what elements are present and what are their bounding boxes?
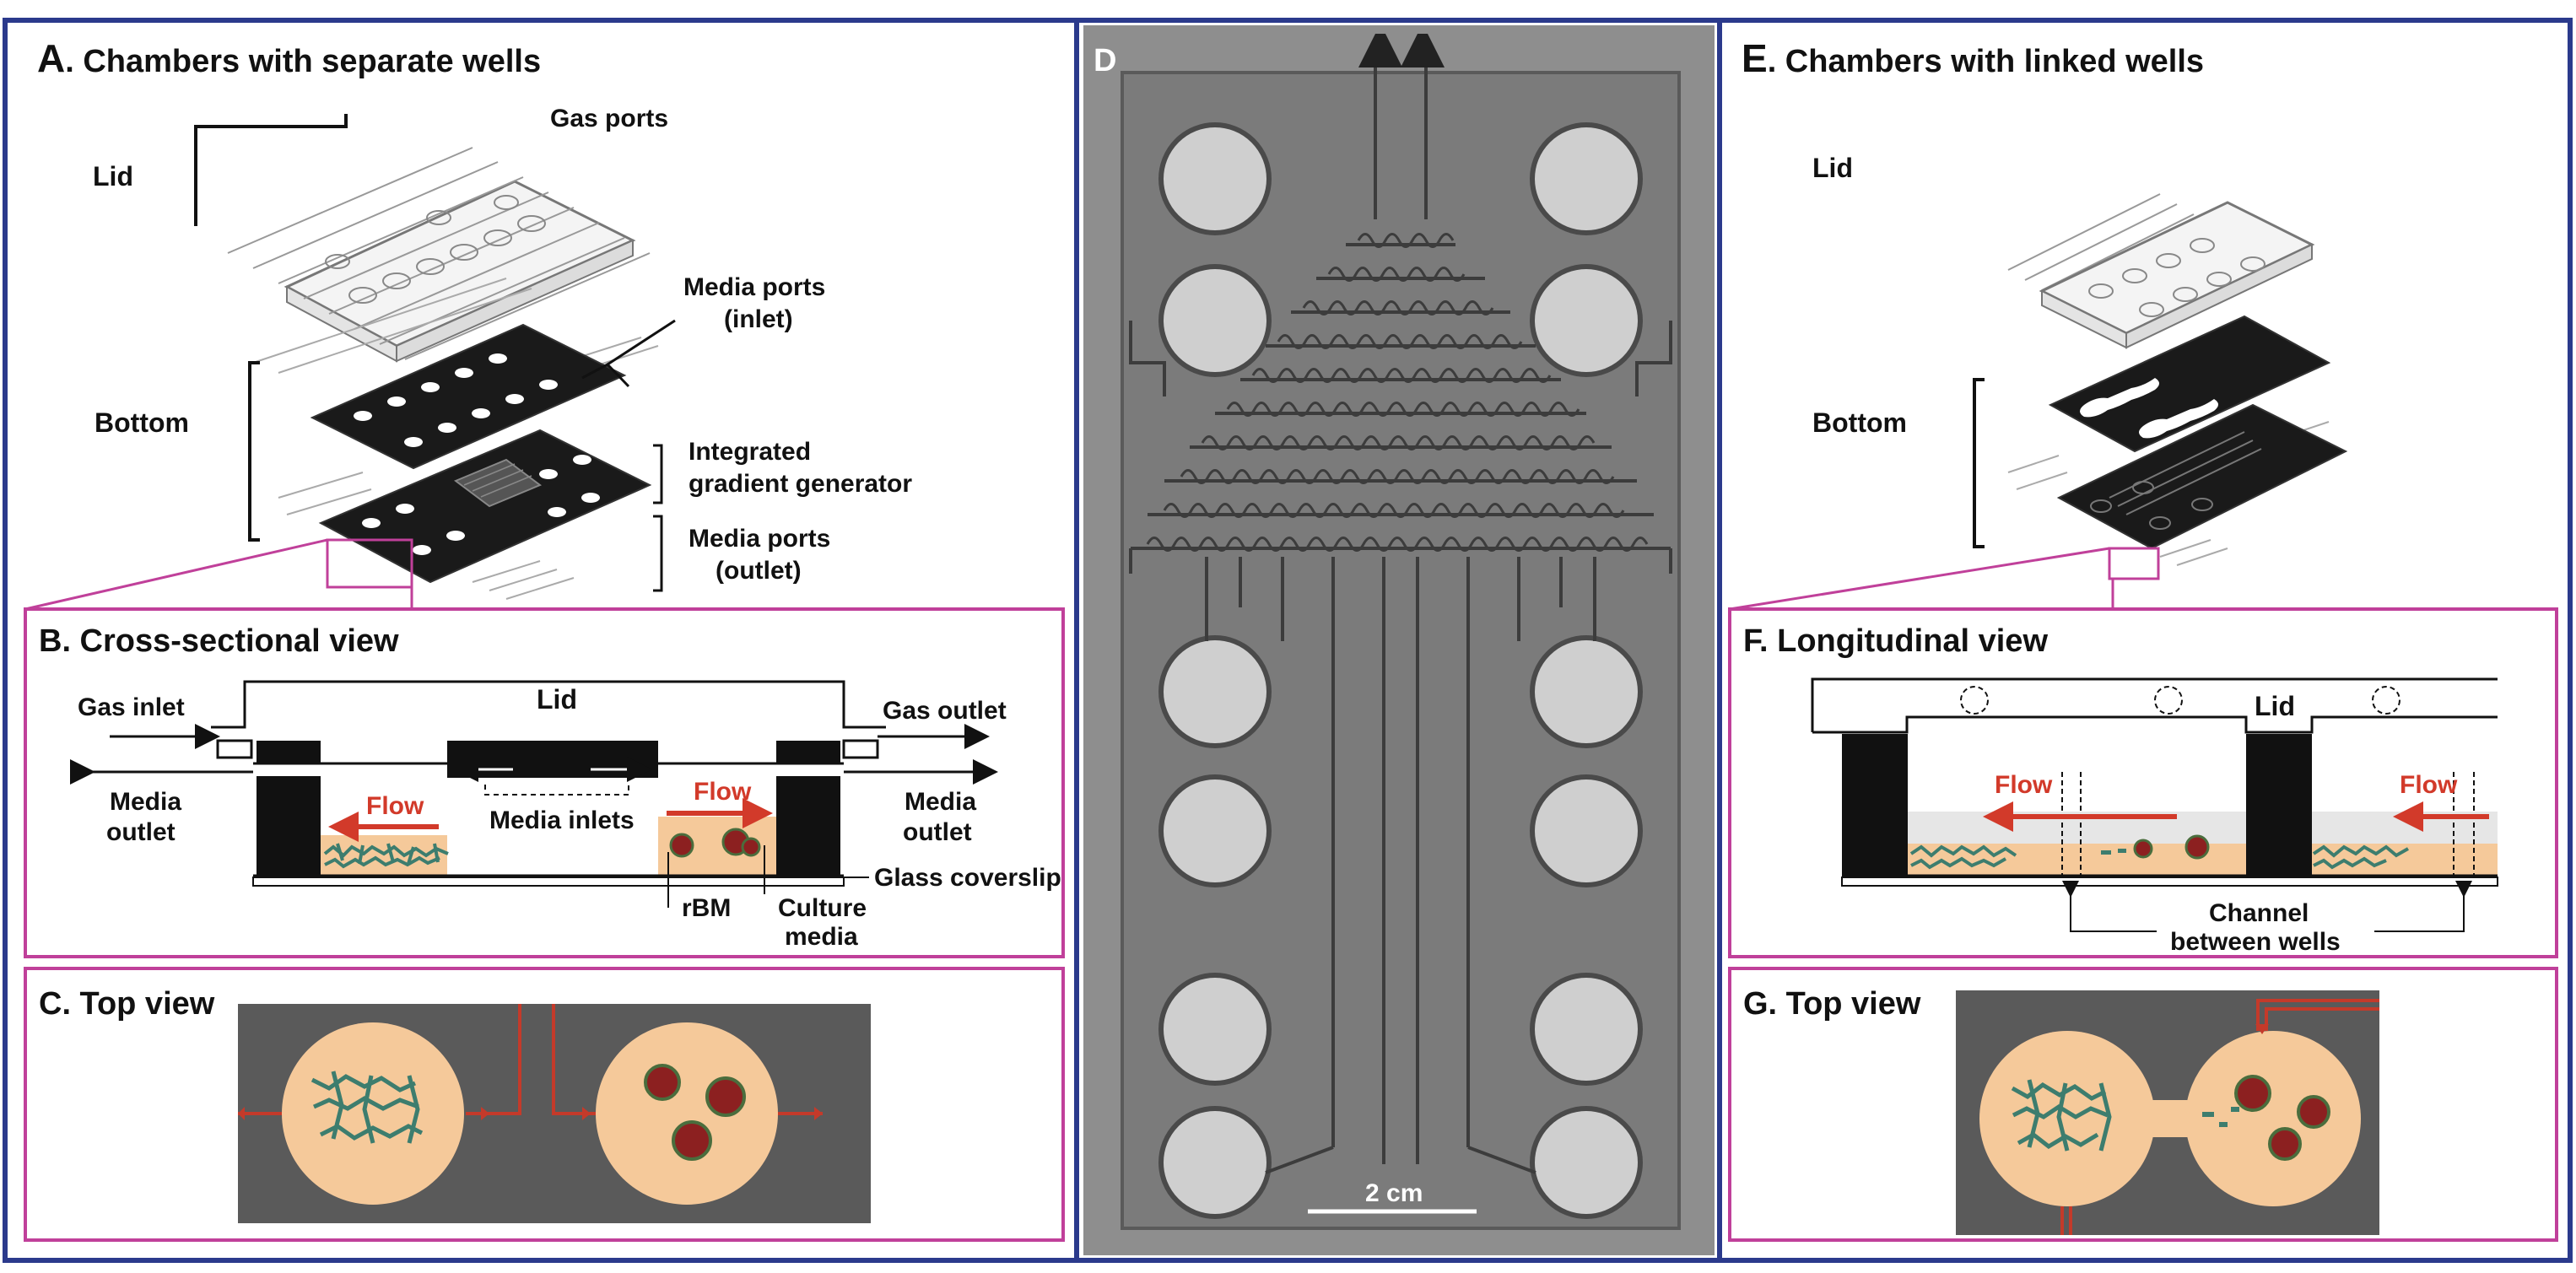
rbm-network-top xyxy=(311,1071,424,1144)
panel-b: B. Cross-sectional view Lid Gas inlet Ga… xyxy=(24,607,1065,958)
zoom-region xyxy=(326,538,413,589)
panel-c: C. Top view xyxy=(24,967,1065,1242)
organoids-f xyxy=(2101,834,2210,860)
panel-a-title: A. Chambers with separate wells xyxy=(37,36,541,80)
flow-f-left-label: Flow xyxy=(1995,771,2053,799)
gradient-label-1: Integrated xyxy=(689,438,811,466)
media-outlet-label-2: (outlet) xyxy=(716,557,802,585)
longitudinal-lid-label: Lid xyxy=(2255,691,2295,721)
bottom-label-e: Bottom xyxy=(1812,407,1907,438)
panel-a: A. Chambers with separate wells Gas port… xyxy=(24,36,912,611)
culture-media-label-1: Culture xyxy=(778,894,867,922)
gas-inlet-label: Gas inlet xyxy=(78,693,185,721)
rbm-network-g xyxy=(2011,1079,2112,1152)
organoids-c xyxy=(644,1064,746,1161)
bottom-top-layer xyxy=(252,278,659,470)
panel-g: G. Top view xyxy=(1728,967,2558,1242)
channel-label-1: Channel xyxy=(2209,899,2309,927)
media-inlet-label-2: (inlet) xyxy=(724,305,793,333)
wall-left-f xyxy=(1842,734,1908,876)
lid-label: Lid xyxy=(93,161,133,191)
flow-right-label: Flow xyxy=(694,778,752,806)
gas-outlet-label: Gas outlet xyxy=(883,697,1007,725)
left-well-g xyxy=(1979,1031,2155,1206)
panel-b-frame xyxy=(24,607,1065,958)
right-well-g xyxy=(2185,1031,2361,1206)
panel-e-title: E. Chambers with linked wells xyxy=(1742,36,2204,80)
panel-d-letter: D xyxy=(1094,43,1116,78)
channels-g xyxy=(2060,999,2379,1235)
flow-f-right-label: Flow xyxy=(2400,771,2458,799)
media-outlet-bracket xyxy=(653,515,663,592)
panel-d: D xyxy=(1083,25,1715,1255)
panel-c-title: C. Top view xyxy=(39,986,215,1022)
gas-outlet-port xyxy=(842,739,879,759)
flow-left-label: Flow xyxy=(366,792,424,820)
photo-wells xyxy=(1158,122,1643,1219)
channel-label-2: between wells xyxy=(2170,928,2341,956)
panel-b-title: B. Cross-sectional view xyxy=(39,623,399,659)
lid-layer-e xyxy=(2007,193,2315,349)
lid-layer xyxy=(227,147,651,363)
cross-lid xyxy=(211,680,886,729)
bottom-top-layer-e xyxy=(2048,315,2331,453)
bottom-bracket-e xyxy=(1973,378,1985,548)
right-well-top xyxy=(596,1022,778,1205)
rbm-label: rBM xyxy=(682,894,731,922)
lid-label-e: Lid xyxy=(1812,153,1853,183)
rbm-network-f xyxy=(1909,844,2409,870)
organoids-b xyxy=(669,828,761,858)
bottom-base-layer xyxy=(278,429,652,600)
left-wall xyxy=(257,776,321,876)
panel-e-letter: E xyxy=(1742,36,1768,80)
panel-e-title-text: . Chambers with linked wells xyxy=(1768,44,2204,79)
culture-media-label-2: media xyxy=(785,923,858,951)
organoids-g xyxy=(2202,1075,2330,1161)
gas-ports-bracket xyxy=(194,114,348,226)
gas-ports-label: Gas ports xyxy=(550,105,668,132)
rbm-network xyxy=(323,843,449,869)
gas-inlet-port xyxy=(216,739,253,759)
left-well-top xyxy=(282,1022,464,1205)
glass-coverslip xyxy=(252,877,845,887)
glass-coverslip-label: Glass coverslip xyxy=(874,864,1061,892)
media-inlets-label: Media inlets xyxy=(489,806,635,834)
media-outlet-left-label-2: outlet xyxy=(106,818,176,846)
media-outlet-label-1: Media ports xyxy=(689,525,830,553)
cross-lid-label: Lid xyxy=(537,684,577,715)
gradient-bracket xyxy=(653,444,663,504)
panel-f: F. Longitudinal view Lid xyxy=(1728,607,2558,958)
bottom-base-layer-e xyxy=(2007,403,2348,566)
scale-bar-label: 2 cm xyxy=(1365,1179,1423,1207)
panel-a-letter: A xyxy=(37,36,65,80)
right-panel-frame xyxy=(1717,18,2573,1263)
longitudinal-lid xyxy=(1812,715,2498,734)
panel-e: E. Chambers with linked wells Lid xyxy=(1729,36,2348,611)
media-outlet-right-label-2: outlet xyxy=(903,818,972,846)
media-outlet-right-label-1: Media xyxy=(905,788,976,816)
bottom-label: Bottom xyxy=(95,407,189,438)
media-outlet-left-label-1: Media xyxy=(110,788,181,816)
center-block xyxy=(447,741,658,778)
panel-f-title: F. Longitudinal view xyxy=(1743,623,2048,659)
bottom-bracket xyxy=(248,361,260,542)
panel-a-title-text: . Chambers with separate wells xyxy=(65,44,541,79)
right-wall xyxy=(776,776,840,876)
media-inlet-label-1: Media ports xyxy=(683,273,825,301)
gradient-label-2: gradient generator xyxy=(689,470,912,498)
panel-g-title: G. Top view xyxy=(1743,986,1921,1022)
zoom-region-e xyxy=(2108,547,2160,580)
wall-mid-f xyxy=(2246,734,2312,876)
